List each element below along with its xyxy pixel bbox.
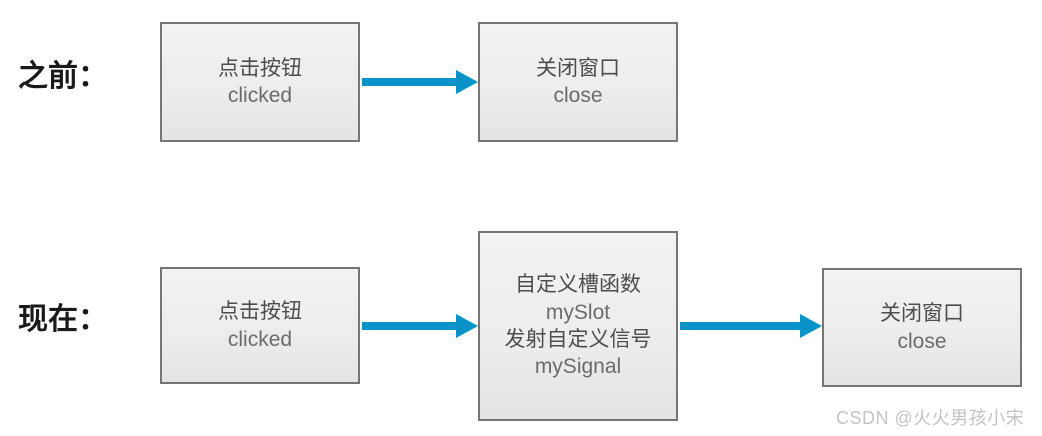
node-now-custom-slot-en2: mySignal [534,355,622,379]
arrow-shaft [362,78,458,86]
node-before-close-window[interactable]: 关闭窗口 close [478,22,678,142]
node-before-click-button-en: clicked [227,84,293,107]
node-before-close-window-cn: 关闭窗口 [536,56,620,80]
node-before-close-window-en: close [553,84,603,107]
arrow-head-icon [456,314,478,338]
node-now-close-window-en: close [897,329,947,353]
node-now-click-button-cn: 点击按钮 [218,300,302,324]
row-label-now: 现在： [18,303,108,336]
node-now-custom-slot-en: mySlot [545,300,611,324]
node-now-click-button-en: clicked [227,327,293,351]
arrow-head-icon [800,314,822,338]
node-now-custom-slot[interactable]: 自定义槽函数 mySlot 发射自定义信号 mySignal [478,231,678,421]
node-now-close-window[interactable]: 关闭窗口 close [822,268,1022,387]
row-label-before: 之前： [18,60,108,93]
node-before-click-button-cn: 点击按钮 [218,56,302,80]
arrow-shaft [680,322,802,330]
node-now-custom-slot-cn2: 发射自定义信号 [504,328,652,351]
node-now-click-button[interactable]: 点击按钮 clicked [160,267,360,384]
watermark-text: CSDN @火火男孩小宋 [836,408,1025,428]
arrow-shaft [362,322,458,330]
node-before-click-button[interactable]: 点击按钮 clicked [160,22,360,142]
arrow-head-icon [456,70,478,94]
node-now-close-window-cn: 关闭窗口 [880,302,964,326]
node-now-custom-slot-cn: 自定义槽函数 [515,273,641,297]
